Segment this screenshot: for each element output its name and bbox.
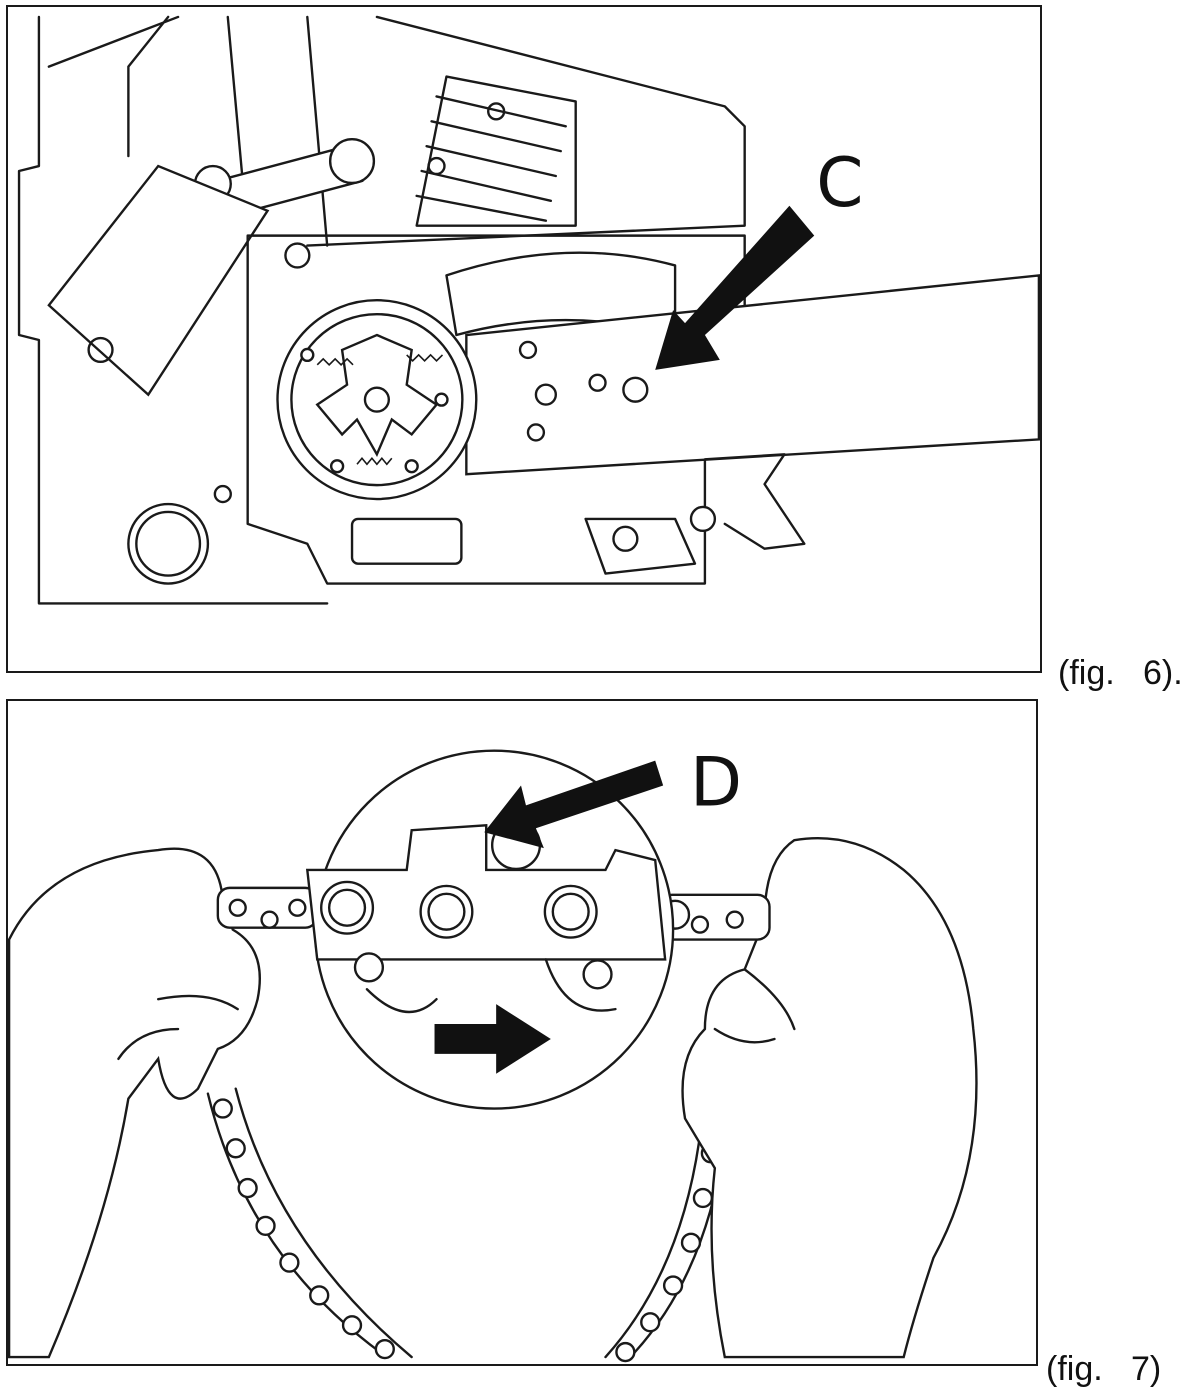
engine-cover: [306, 15, 746, 247]
bar-groove: [445, 251, 677, 337]
arrow-d: [484, 760, 664, 849]
caption-fig-7: (fig. 7): [1046, 1350, 1162, 1388]
housing-outline: [17, 15, 329, 605]
chainsaw-illustration: C: [17, 15, 1040, 605]
arrow-c: [655, 205, 815, 370]
saw-chain-loop: [206, 1082, 731, 1363]
callout-d: D: [690, 742, 742, 821]
callout-c: C: [816, 143, 863, 222]
front-handle: [47, 138, 376, 397]
magnified-cutter: [305, 749, 675, 1110]
tension-screw: [584, 517, 697, 575]
figure-7-panel: D: [6, 699, 1038, 1366]
bar-tip: [703, 453, 806, 550]
oil-cap: [127, 502, 210, 585]
direction-arrow-icon: [434, 1004, 551, 1074]
right-hand: [681, 836, 978, 1359]
left-hand: [8, 847, 261, 1359]
chain-segment-right: [658, 893, 771, 941]
chain-inspection-illustration: D: [8, 742, 978, 1363]
cooling-fins: [415, 75, 577, 227]
chain-segment-left: [216, 886, 319, 929]
caption-fig-6: (fig. 6).: [1058, 654, 1183, 692]
clutch-sprocket: [276, 299, 478, 501]
figure-6-panel: C: [6, 5, 1042, 673]
guide-bar: [465, 274, 1040, 476]
bar-mounting-holes: [518, 340, 649, 442]
